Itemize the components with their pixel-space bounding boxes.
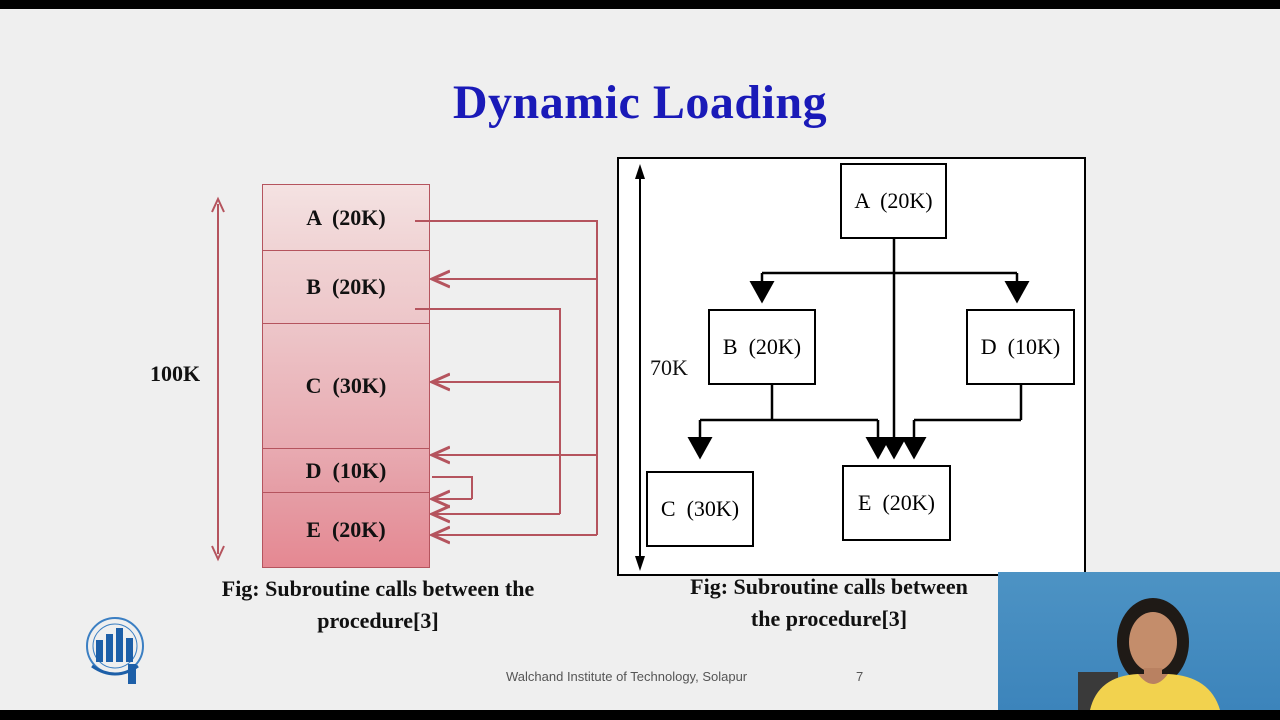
calls-from-a <box>415 220 598 535</box>
calls-from-d <box>432 476 473 499</box>
tree-node-a: A (20K) <box>840 163 947 239</box>
tree-node-c-label: C (30K) <box>660 496 740 521</box>
tree-node-d: D (10K) <box>966 309 1075 385</box>
memory-block-d: D (10K) <box>262 448 430 493</box>
memory-size-label: 100K <box>150 361 201 386</box>
tree-node-b-label: B (20K) <box>722 334 802 359</box>
tree-size-label: 70K <box>650 355 688 380</box>
memory-block-a: A (20K) <box>262 184 430 251</box>
tree-node-a-label: A (20K) <box>854 188 933 213</box>
tree-node-e: E (20K) <box>842 465 951 541</box>
slide-footer: Walchand Institute of Technology, Solapu… <box>506 669 748 684</box>
tree-node-e-label: E (20K) <box>858 490 935 515</box>
left-caption-line-1: Fig: Subroutine calls between the <box>221 576 535 601</box>
institute-logo <box>86 617 144 684</box>
memory-block-b: B (20K) <box>262 250 430 324</box>
memory-block-c-label: C (30K) <box>305 373 387 398</box>
memory-block-e: E (20K) <box>262 492 430 568</box>
right-figure-caption: Fig: Subroutine calls between the proced… <box>640 571 1018 635</box>
tree-node-b: B (20K) <box>708 309 816 385</box>
tree-node-d-label: D (10K) <box>980 334 1061 359</box>
memory-block-a-label: A (20K) <box>306 204 386 230</box>
presenter-webcam <box>998 572 1280 710</box>
presenter-figure <box>1078 598 1220 710</box>
right-caption-line-1: Fig: Subroutine calls between <box>690 574 968 599</box>
slide-title: Dynamic Loading <box>452 76 828 129</box>
memory-block-d-label: D (10K) <box>305 457 387 483</box>
right-caption-line-2: the procedure[3] <box>750 606 908 631</box>
memory-block-b-label: B (20K) <box>306 274 386 299</box>
memory-block-e-label: E (20K) <box>306 517 386 542</box>
left-caption-line-2: procedure[3] <box>317 608 439 633</box>
tree-node-c: C (30K) <box>646 471 754 547</box>
slide: Dynamic Loading A (20K) B (20K) C (30K) … <box>0 9 1280 710</box>
memory-block-c: C (30K) <box>262 323 430 449</box>
calls-from-b <box>415 308 561 514</box>
left-figure-caption: Fig: Subroutine calls between the proced… <box>180 573 576 637</box>
slide-number: 7 <box>856 669 864 684</box>
